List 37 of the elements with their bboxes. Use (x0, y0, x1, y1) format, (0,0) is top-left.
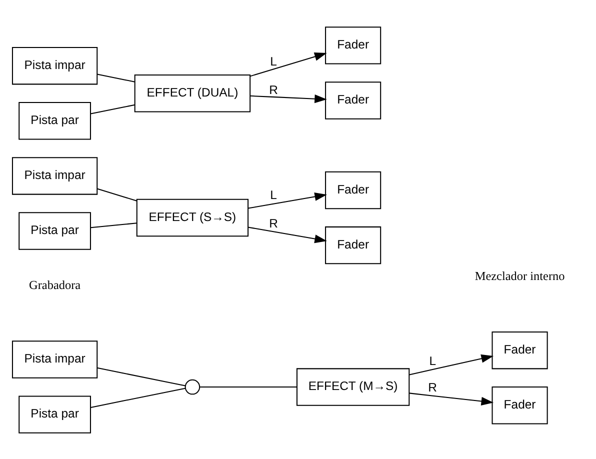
edge-label: L (429, 354, 436, 368)
connector (90, 387, 186, 408)
node-box: EFFECT (DUAL) (134, 74, 251, 112)
edge-label: R (269, 82, 278, 96)
label: Grabadora (29, 278, 81, 292)
connector (97, 73, 135, 82)
connector (200, 386, 297, 388)
node-box: Pista par (18, 395, 91, 433)
arrow (409, 392, 494, 405)
node-box: Pista par (18, 102, 91, 140)
edge-label: L (270, 188, 277, 202)
node-box: Fader (492, 386, 548, 424)
node-box: Pista impar (12, 156, 98, 194)
node-box: EFFECT (S→S) (136, 198, 249, 236)
node-box: Fader (325, 170, 382, 209)
node-box: Pista impar (12, 340, 98, 378)
arrow (250, 94, 327, 103)
arrow (250, 52, 327, 76)
node-box: Fader (325, 26, 382, 64)
node-box: Pista impar (12, 46, 98, 84)
node-box: EFFECT (M→S) (296, 368, 410, 406)
edge-label: L (270, 54, 277, 68)
edge-label: R (428, 380, 438, 394)
arrow (248, 226, 327, 243)
connector (97, 188, 137, 201)
connector (90, 222, 137, 228)
edge-label: R (269, 216, 278, 230)
node-circle (184, 378, 200, 394)
node-box: Fader (325, 81, 382, 119)
node-box: Fader (325, 226, 382, 264)
connector (97, 366, 186, 386)
arrow (409, 354, 494, 375)
node-box: Fader (492, 330, 548, 369)
node-box: Pista par (18, 212, 91, 250)
arrow (248, 192, 327, 208)
connector (90, 104, 135, 114)
label: Mezclador interno (474, 268, 565, 283)
